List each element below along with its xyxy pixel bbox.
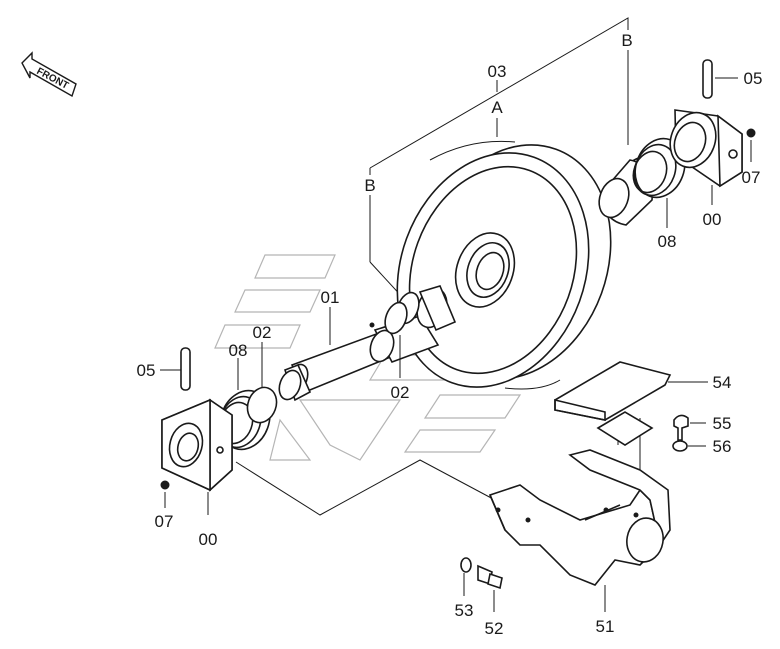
thrust-collars bbox=[261, 291, 420, 392]
label-part-08-right: 08 bbox=[658, 232, 677, 251]
bolt-52 bbox=[477, 564, 503, 612]
label-part-00-right: 00 bbox=[703, 210, 722, 229]
label-part-56: 56 bbox=[713, 437, 732, 456]
left-plug bbox=[160, 480, 170, 508]
left-pin bbox=[160, 347, 191, 391]
support-bracket bbox=[488, 449, 671, 612]
right-pin bbox=[702, 59, 738, 99]
right-bearing-bracket bbox=[669, 109, 743, 205]
label-ref-b-top: B bbox=[621, 31, 632, 50]
label-part-51: 51 bbox=[596, 617, 615, 636]
label-part-08-left: 08 bbox=[229, 341, 248, 360]
washer-56 bbox=[672, 440, 706, 452]
guard-plate bbox=[554, 361, 708, 446]
label-part-05-right: 05 bbox=[744, 69, 763, 88]
label-part-02-lower: 02 bbox=[391, 383, 410, 402]
front-direction-arrow: FRONT bbox=[21, 51, 77, 98]
label-part-07-left: 07 bbox=[155, 512, 174, 531]
right-plug bbox=[746, 128, 756, 162]
bolt-55 bbox=[673, 414, 706, 441]
label-part-01: 01 bbox=[321, 288, 340, 307]
label-ref-a: A bbox=[491, 98, 503, 117]
label-part-07-right: 07 bbox=[742, 168, 761, 187]
label-part-54: 54 bbox=[713, 373, 732, 392]
label-part-53: 53 bbox=[455, 601, 474, 620]
label-part-00-left: 00 bbox=[199, 530, 218, 549]
idler-wheel bbox=[396, 80, 612, 390]
washer-53 bbox=[460, 557, 472, 596]
label-part-03: 03 bbox=[488, 62, 507, 81]
reference-line-b bbox=[369, 17, 629, 301]
left-bearing-bracket bbox=[161, 398, 233, 515]
idler-shaft bbox=[278, 285, 457, 402]
label-part-52: 52 bbox=[485, 619, 504, 638]
label-part-05-left: 05 bbox=[137, 361, 156, 380]
assembly-reference-lines bbox=[235, 418, 641, 516]
label-ref-b-left: B bbox=[364, 176, 375, 195]
label-part-02-upper: 02 bbox=[253, 323, 272, 342]
label-part-55: 55 bbox=[713, 414, 732, 433]
